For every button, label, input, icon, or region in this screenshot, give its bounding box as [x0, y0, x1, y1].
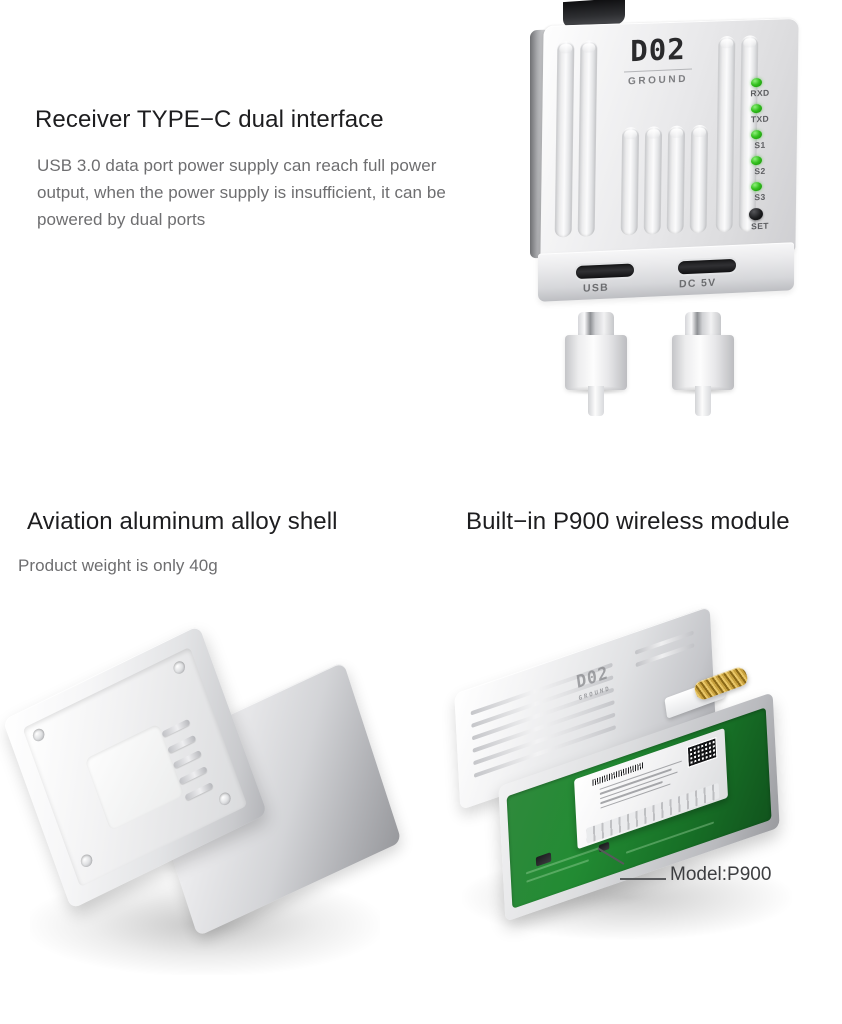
module-section-title: Built−in P900 wireless module	[466, 508, 790, 535]
usb-c-plug-right	[672, 312, 734, 416]
usb-port-label: USB	[583, 281, 610, 295]
led-label: S1	[754, 139, 766, 151]
callout-label: Model:P900	[670, 864, 772, 885]
shell-section-body: Product weight is only 40g	[18, 556, 218, 575]
led-dot-icon	[751, 181, 762, 192]
screw-post	[31, 726, 47, 743]
screw-post	[217, 790, 233, 808]
module-qr-code	[687, 736, 717, 768]
aluminum-shell-photo	[2, 624, 402, 985]
plug-shell	[672, 335, 734, 390]
usb-c-port-dc5v	[678, 258, 736, 275]
shell-pcb-seat	[85, 723, 185, 832]
led-dot-icon	[751, 77, 762, 88]
plug-tip	[578, 312, 614, 338]
led-label: S2	[754, 165, 766, 177]
receiver-device-photo: D02 GROUND RXD TXD S1 S2	[520, 0, 842, 440]
usb-c-plug-left	[565, 312, 627, 416]
usb-c-port-usb	[576, 263, 634, 280]
groove-5	[666, 125, 686, 235]
shell-section-title: Aviation aluminum alloy shell	[27, 508, 338, 535]
led-indicator-column: RXD TXD S1 S2 S3 SET	[742, 77, 778, 239]
brand-divider	[624, 68, 692, 73]
led-indicator: RXD	[742, 77, 778, 105]
led-label: RXD	[750, 87, 770, 99]
device-brand-logo: D02 GROUND	[624, 31, 692, 87]
receiver-section-body: USB 3.0 data port power supply can reach…	[37, 156, 446, 229]
receiver-section-title: Receiver TYPE−C dual interface	[35, 106, 384, 133]
led-label: TXD	[750, 113, 770, 125]
groove-4	[643, 126, 663, 235]
p900-module-photo: D02 GROUND	[432, 605, 842, 970]
led-dot-icon	[751, 155, 762, 166]
led-label: S3	[754, 191, 766, 203]
set-button-label: SET	[751, 220, 769, 232]
groove-3	[620, 126, 640, 236]
groove-2	[577, 40, 598, 237]
led-dot-icon	[751, 103, 762, 114]
groove-7	[715, 35, 736, 233]
plug-shell	[565, 335, 627, 390]
plug-cord	[695, 386, 711, 416]
dc5v-port-label: DC 5V	[679, 276, 717, 291]
lid-brand-logo: D02 GROUND	[575, 662, 612, 703]
screw-post	[79, 852, 95, 869]
plug-tip	[685, 312, 721, 338]
callout-leader-line	[620, 878, 666, 880]
plug-cord	[588, 386, 604, 416]
groove-1	[554, 40, 575, 238]
set-button[interactable]: SET	[742, 207, 778, 239]
led-dot-icon	[751, 129, 762, 140]
led-indicator: TXD	[742, 103, 778, 131]
groove-6	[689, 124, 709, 234]
brand-name: D02	[630, 31, 686, 69]
led-indicator: S2	[742, 155, 778, 183]
led-indicator: S1	[742, 129, 778, 157]
led-indicator: S3	[742, 181, 778, 209]
screw-post	[171, 659, 187, 677]
set-button-icon	[749, 207, 763, 221]
device-port-face: USB DC 5V	[538, 242, 794, 302]
